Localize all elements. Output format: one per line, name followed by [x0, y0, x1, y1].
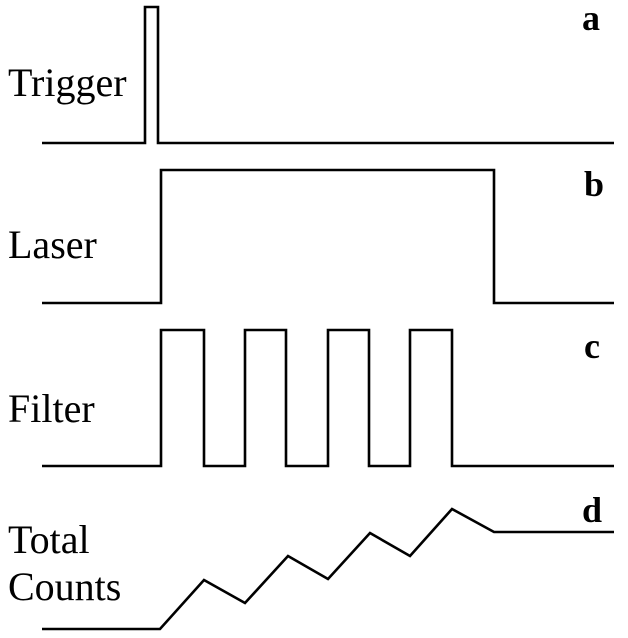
- laser-pulse-trace: [42, 168, 614, 305]
- trigger-pulse-trace: [42, 5, 614, 145]
- laser-label: Laser: [8, 222, 97, 267]
- total-counts-trace: [42, 507, 614, 631]
- panel-trigger: Trigger a: [8, 0, 614, 145]
- filter-label: Filter: [8, 386, 95, 431]
- filter-gate-trace: [42, 328, 614, 468]
- panel-laser: Laser b: [8, 164, 614, 305]
- total-counts-label-line-2: Counts: [8, 564, 121, 609]
- panel-letter-d: d: [582, 490, 602, 530]
- trigger-label: Trigger: [8, 60, 127, 105]
- total-counts-label-line-1: Total: [8, 517, 90, 562]
- panel-total-counts: Total Counts d: [8, 490, 614, 631]
- panel-filter: Filter c: [8, 326, 614, 468]
- panel-letter-b: b: [584, 164, 604, 204]
- panel-letter-c: c: [584, 326, 600, 366]
- panel-letter-a: a: [582, 0, 600, 38]
